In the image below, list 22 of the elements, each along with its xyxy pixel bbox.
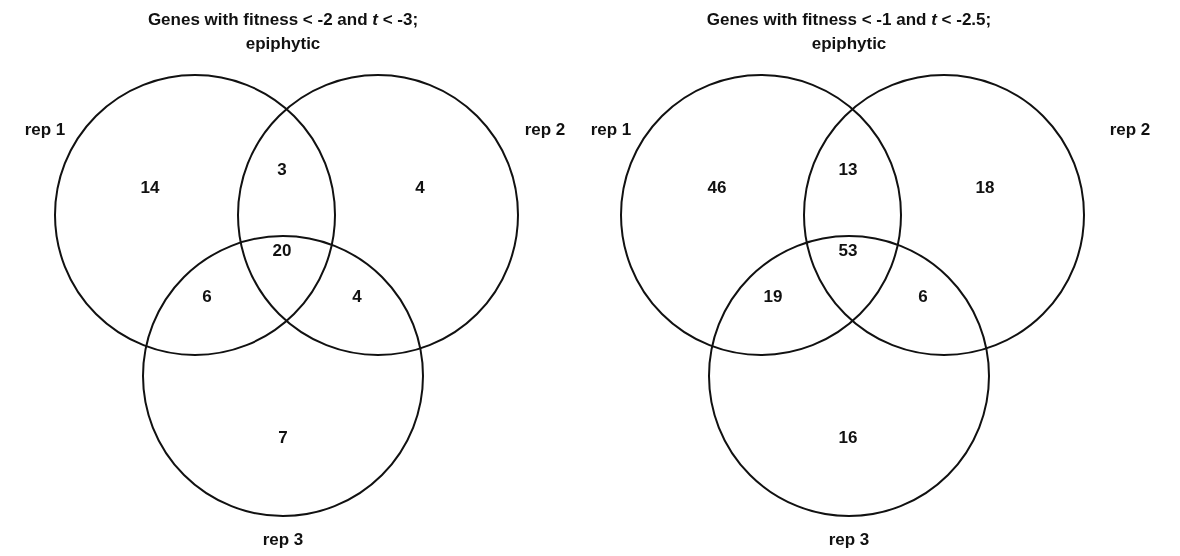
region-count: 14 — [140, 178, 160, 198]
set-label: rep 1 — [590, 120, 632, 140]
set-label: rep 3 — [828, 530, 870, 550]
set-label: rep 3 — [262, 530, 304, 550]
region-count: 4 — [415, 178, 425, 198]
region-count: 4 — [352, 287, 362, 307]
chart-title: Genes with fitness < -2 and t < -3; epiphytic — [146, 9, 420, 55]
set-label: rep 2 — [1109, 120, 1151, 140]
region-count: 13 — [838, 160, 858, 180]
chart-title: Genes with fitness < -1 and t < -2.5; epiphytic — [705, 9, 993, 55]
set-label: rep 2 — [524, 120, 566, 140]
region-count: 53 — [838, 241, 858, 261]
region-count: 16 — [838, 428, 858, 448]
region-count: 3 — [277, 160, 287, 180]
region-count: 6 — [918, 287, 928, 307]
set-label: rep 1 — [24, 120, 66, 140]
region-count: 18 — [975, 178, 995, 198]
region-count: 7 — [278, 428, 288, 448]
region-count: 20 — [272, 241, 292, 261]
region-count: 19 — [763, 287, 783, 307]
region-count: 46 — [707, 178, 727, 198]
region-count: 6 — [202, 287, 212, 307]
